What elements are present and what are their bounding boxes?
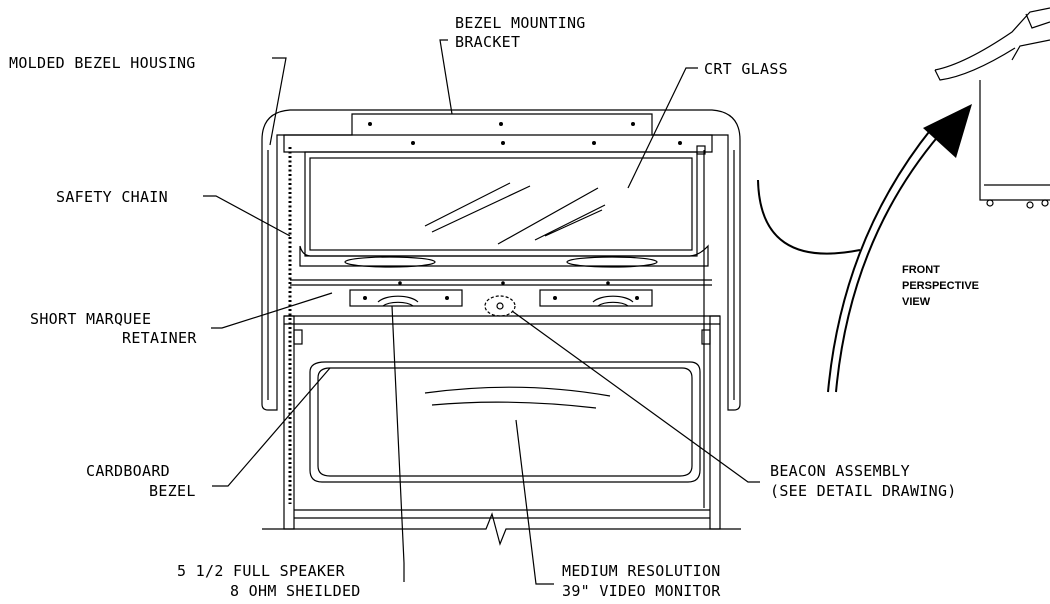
- speaker-right: [592, 295, 634, 307]
- glass-clip: [696, 145, 706, 155]
- label-safety-chain: SAFETY CHAIN: [56, 188, 168, 206]
- label-beacon-assembly-line2: (SEE DETAIL DRAWING): [770, 482, 957, 500]
- marquee-retainer: [290, 279, 712, 286]
- beacon-center: [496, 302, 504, 310]
- beacon-outline: [484, 295, 516, 317]
- caster: [986, 199, 994, 207]
- leader-crt-glass: [627, 67, 698, 189]
- speaker-mount-left: [349, 289, 463, 307]
- leader-speaker: [391, 305, 405, 582]
- bracket-hole: [592, 141, 596, 145]
- caster: [1026, 201, 1034, 209]
- bracket-hole: [411, 141, 415, 145]
- arrow-head: [923, 104, 972, 158]
- label-speaker-line2: 8 OHM SHEILDED: [230, 582, 361, 600]
- frame-bracket: [701, 329, 711, 345]
- label-bezel-mounting-bracket-line1: BEZEL MOUNTING: [455, 14, 586, 32]
- speaker-left: [377, 295, 419, 307]
- video-monitor-screen: [317, 367, 693, 477]
- speaker-mount-right: [539, 289, 653, 307]
- cabinet-top-outline: [934, 7, 1050, 71]
- cabinet-control-panel: [934, 47, 1016, 81]
- label-cardboard-bezel-line2: BEZEL: [149, 482, 196, 500]
- leader-monitor: [515, 419, 554, 585]
- label-bezel-mounting-bracket-line2: BRACKET: [455, 33, 520, 51]
- label-monitor-line2: 39" VIDEO MONITOR: [562, 582, 721, 600]
- cabinet-marquee: [1025, 13, 1050, 29]
- frame-post-right: [709, 315, 721, 530]
- label-beacon-assembly-line1: BEACON ASSEMBLY: [770, 462, 910, 480]
- label-cardboard-bezel-line1: CARDBOARD: [86, 462, 170, 480]
- label-short-marquee-line2: RETAINER: [122, 329, 197, 347]
- leader-beacon-assembly: [511, 310, 760, 483]
- leader-short-marquee-retainer: [211, 292, 333, 329]
- bracket-hole: [499, 122, 503, 126]
- frame-bracket: [293, 329, 303, 345]
- vent-slot-right: [566, 256, 658, 268]
- bracket-hole: [678, 141, 682, 145]
- break-line: [262, 512, 741, 546]
- glass-lower-lip: [299, 244, 709, 267]
- label-molded-bezel-housing: MOLDED BEZEL HOUSING: [9, 54, 196, 72]
- leader-safety-chain: [203, 195, 291, 237]
- crt-glass-inner: [309, 157, 693, 251]
- vent-slot-left: [344, 256, 436, 268]
- front-perspective-view: [934, 7, 1050, 209]
- label-front-view-line3: VIEW: [902, 296, 931, 308]
- glass-reflection-lines: [424, 182, 606, 245]
- label-short-marquee-line1: SHORT MARQUEE: [30, 310, 151, 328]
- label-monitor-line1: MEDIUM RESOLUTION: [562, 562, 721, 580]
- bracket-hole: [368, 122, 372, 126]
- label-speaker-line1: 5 1/2 FULL SPEAKER: [177, 562, 346, 580]
- arrow-shaft-inner: [835, 133, 941, 393]
- bracket-hole: [501, 141, 505, 145]
- leader-molded-bezel-housing: [269, 57, 287, 146]
- leader-bezel-mounting-bracket: [439, 39, 453, 115]
- label-crt-glass: CRT GLASS: [704, 60, 788, 78]
- molded-bezel-housing: [261, 109, 741, 411]
- label-front-view-line2: PERSPECTIVE: [902, 280, 979, 292]
- arrow-shaft-outer: [827, 127, 933, 393]
- frame-lower-rail: [294, 509, 710, 519]
- arrow-curve-left: [757, 179, 861, 255]
- screen-reflection: [424, 386, 611, 409]
- frame-rail: [284, 315, 720, 325]
- leader-cardboard-bezel: [212, 367, 331, 487]
- bracket-hole: [631, 122, 635, 126]
- caster: [1041, 199, 1049, 207]
- cabinet-base: [979, 80, 1050, 201]
- cabinet-side: [1011, 39, 1050, 61]
- label-front-view-line1: FRONT: [902, 264, 940, 276]
- cardboard-bezel: [309, 361, 701, 483]
